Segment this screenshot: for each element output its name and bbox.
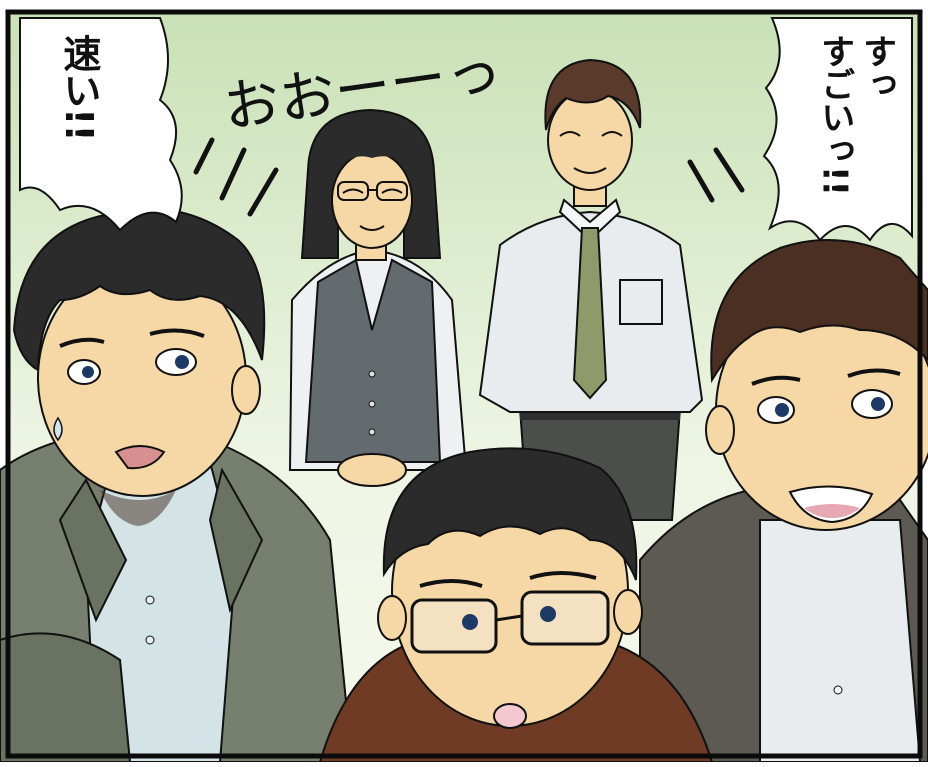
speech-text-right-line2: すごいっ!! [814, 34, 855, 196]
emphasis-lines-left [193, 137, 279, 217]
speech-text-right-line1: すっ [856, 34, 897, 100]
man-left-goatee-figure [0, 207, 354, 763]
panel-border [5, 9, 923, 759]
woman-with-glasses-figure [288, 108, 468, 487]
man-center-glasses-figure [318, 447, 714, 763]
speech-text-left: 速い!! [56, 34, 101, 141]
speech-bubble-left [19, 17, 183, 232]
speech-bubble-right [762, 17, 913, 242]
emphasis-lines-right [687, 147, 745, 203]
